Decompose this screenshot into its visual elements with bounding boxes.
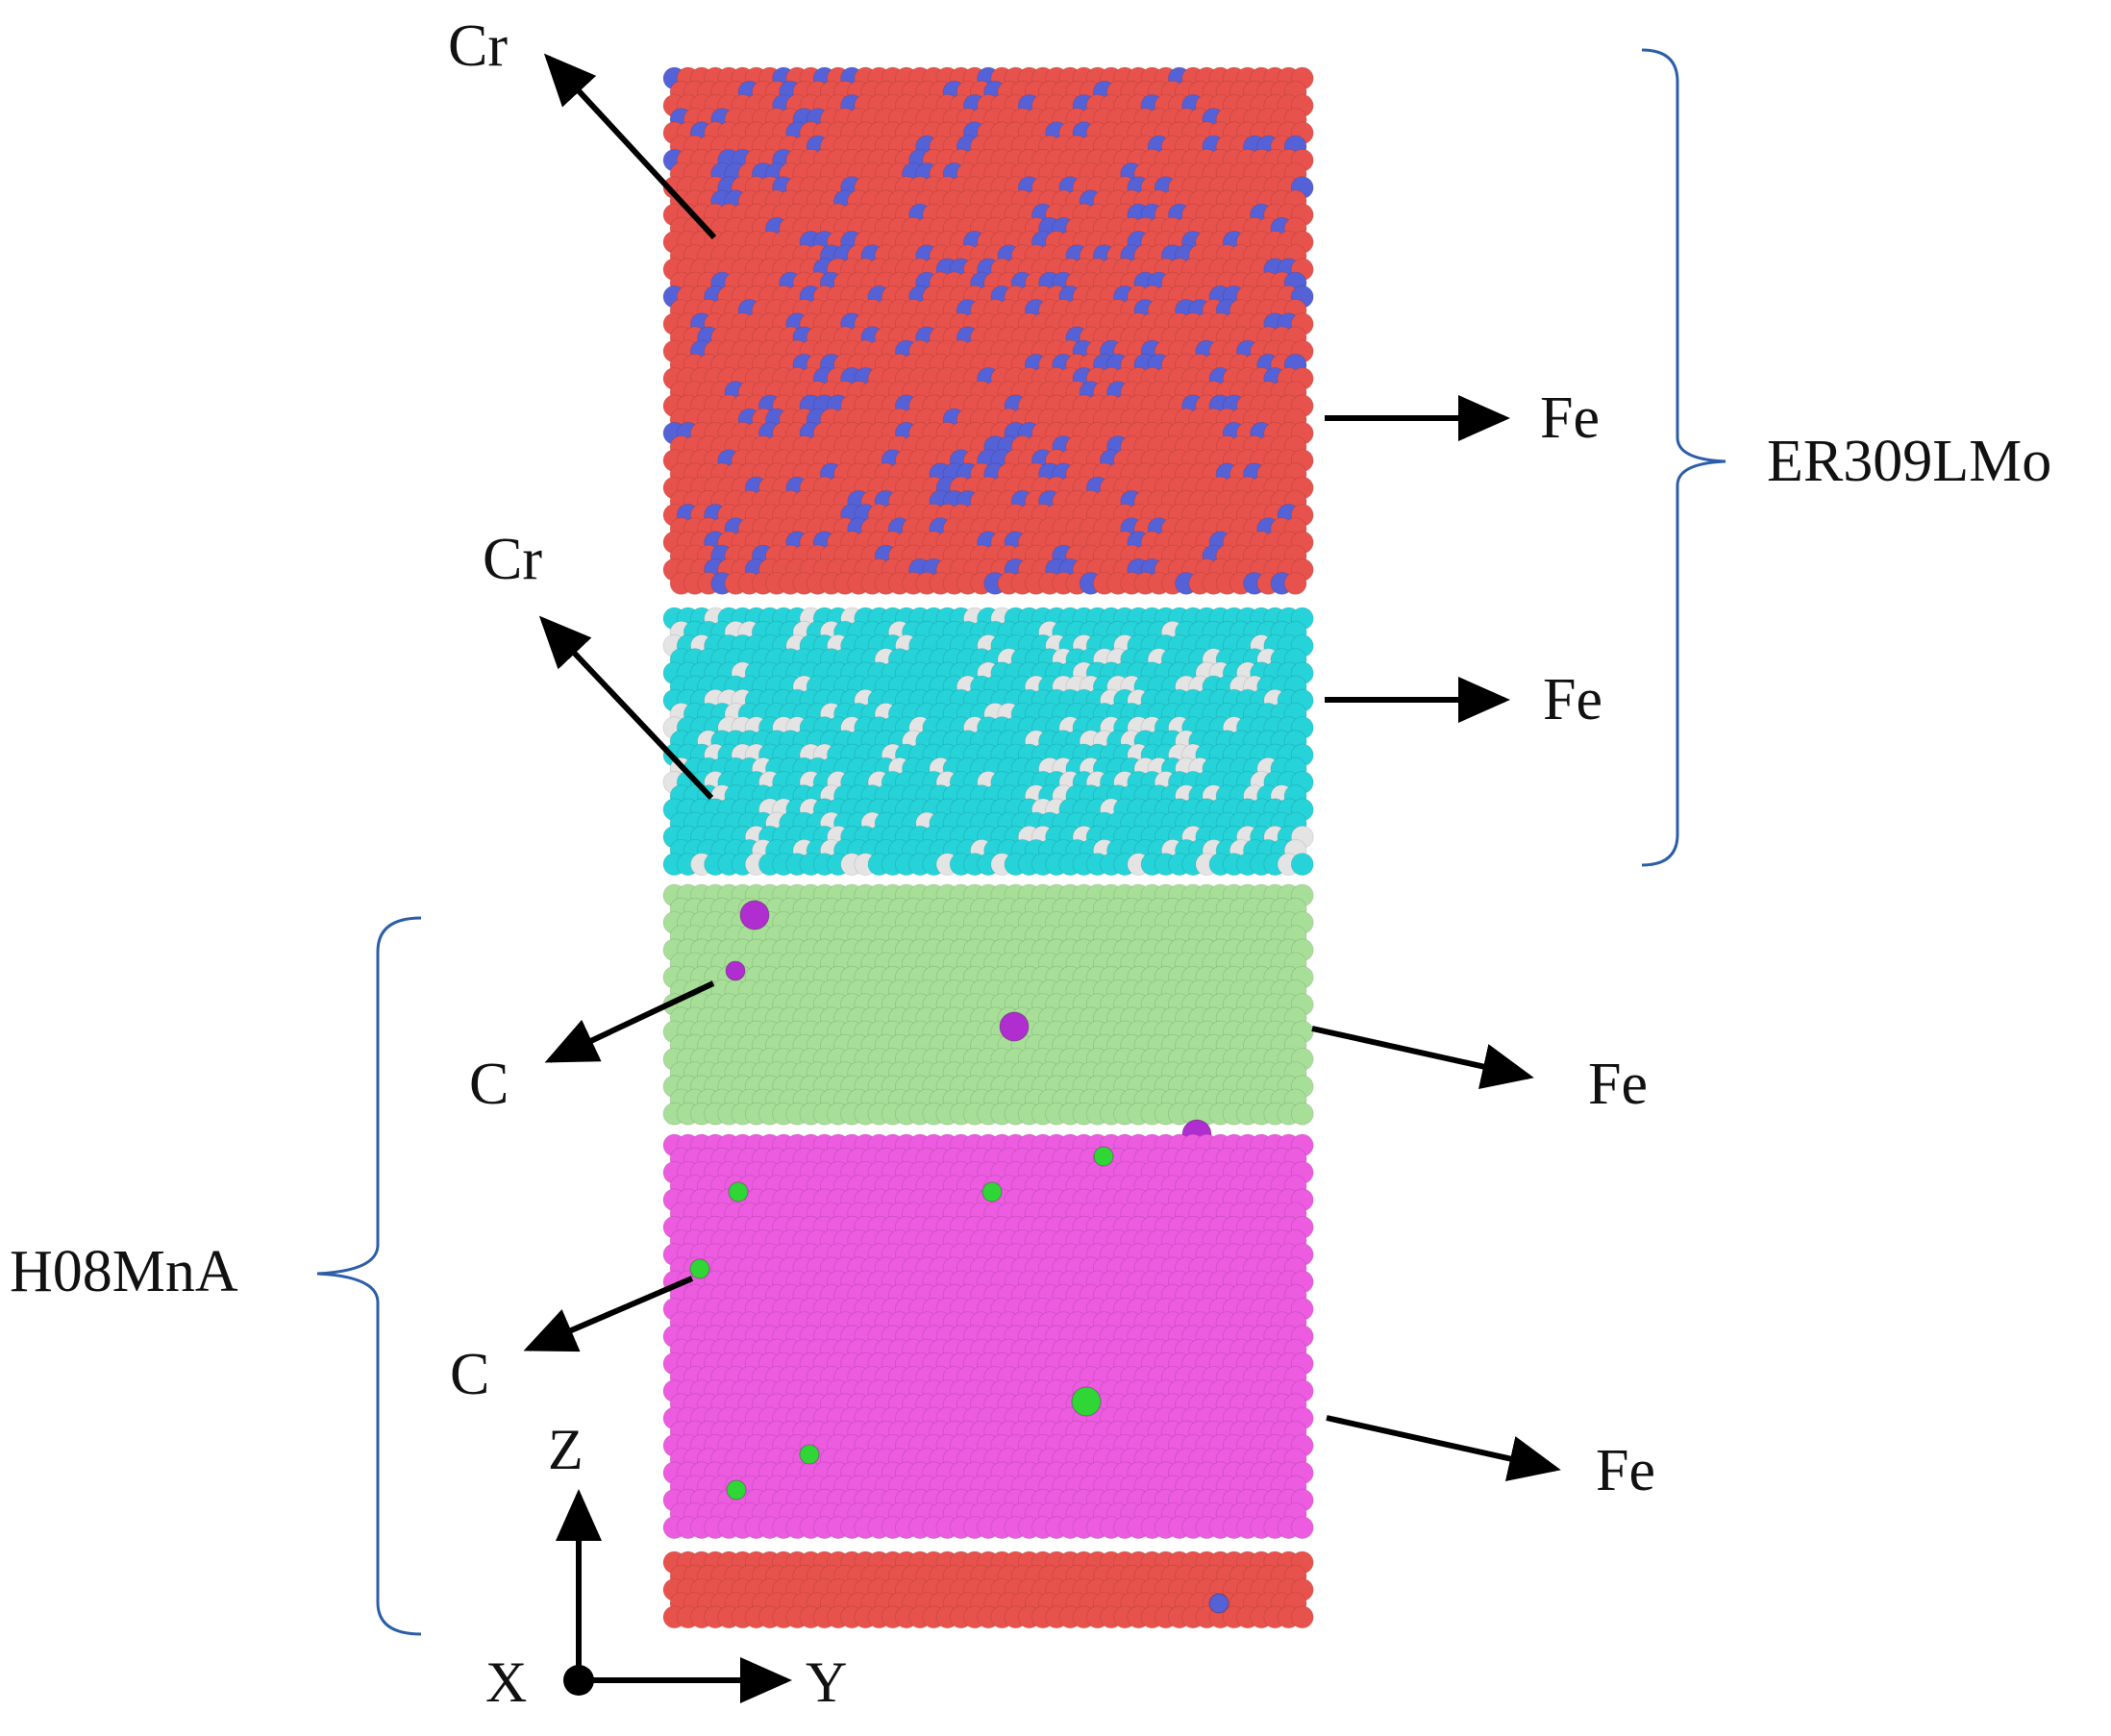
solute-atom [999,1011,1030,1042]
solute-atom [981,1181,1003,1203]
solute-atom [726,1479,747,1500]
layer-base-strip [662,1550,1314,1629]
layer-er309lmo-top [662,66,1314,595]
solute-atom [728,1181,749,1203]
solute-atom [1093,1146,1114,1167]
host-atom [1290,853,1314,876]
layer-h08mna-top [662,883,1314,1150]
solute-atom [799,1444,820,1465]
solute-atom [1071,1386,1102,1417]
solute-atom [725,960,746,981]
atom-slab [662,66,1314,1629]
solute-atom [689,1258,710,1279]
solute-atom [739,900,770,930]
layer-er309lmo-bottom [662,607,1314,876]
layer-h08mna-bottom [662,1133,1314,1539]
host-atom [1283,572,1307,595]
host-atom [1290,1102,1314,1126]
host-atom [1290,1516,1314,1539]
